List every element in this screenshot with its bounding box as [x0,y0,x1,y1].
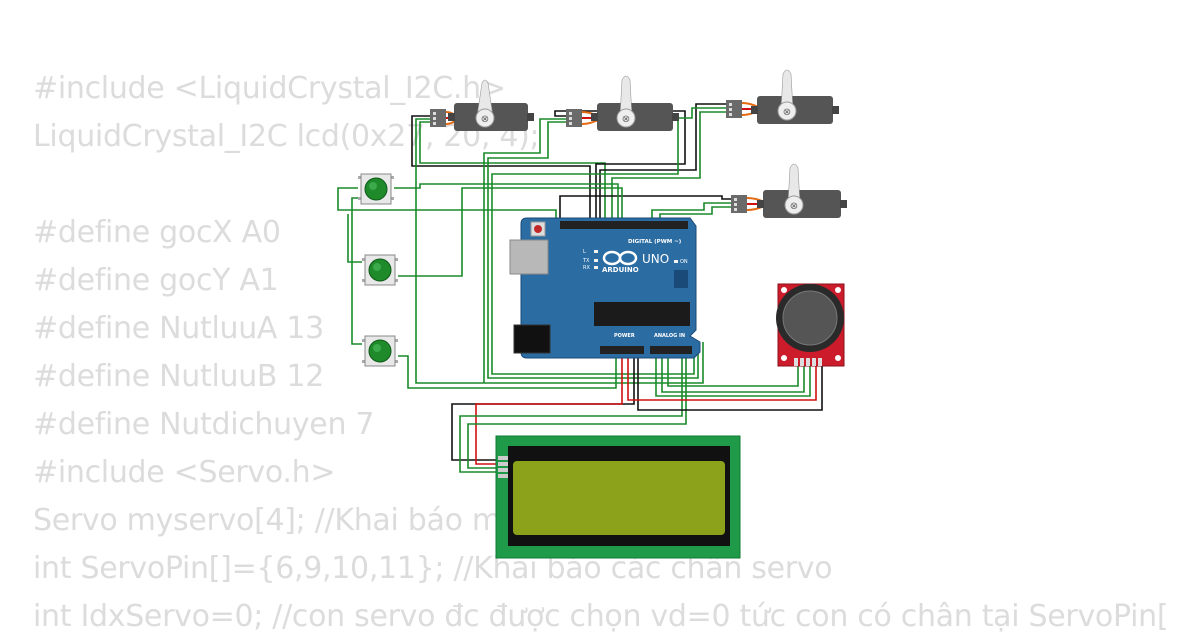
code-line: #include <LiquidCrystal_I2C.h> [33,71,506,106]
code-line: #define Nutdichuyen 7 [33,407,375,442]
power-jack [513,324,551,354]
arduino-uno-board[interactable]: UNO ARDUINO DIGITAL (PWM ~) ON TX RX L P… [509,217,701,359]
wire[interactable] [651,202,731,222]
wire[interactable] [627,342,817,401]
wire[interactable] [398,187,623,277]
svg-text:⊗: ⊗ [790,201,798,212]
board-brand: ARDUINO [602,266,639,274]
wire[interactable] [659,206,731,222]
l-label: L [583,249,586,255]
wire[interactable] [394,183,619,222]
on-label: ON [680,259,688,265]
wire[interactable] [559,195,731,222]
analog-header[interactable] [650,346,692,354]
svg-text:⊗: ⊗ [481,114,489,125]
code-line: #define NutluuA 13 [33,311,324,346]
wire[interactable] [491,107,726,375]
rx-label: RX [583,265,590,271]
lcd-display[interactable] [495,435,741,559]
wire[interactable] [411,115,591,222]
wire[interactable] [398,342,617,389]
wire[interactable] [637,342,823,411]
button-2[interactable] [362,254,398,286]
arduino-logo-icon [602,250,638,266]
wire[interactable] [655,342,811,397]
code-line: #include <Servo.h> [33,455,336,490]
button-3[interactable] [362,335,398,367]
servo-4[interactable]: ⊗ [731,163,847,218]
code-line: int IdxServo=0; //con servo đc được chọn… [33,599,1169,634]
code-line: #define gocX A0 [33,215,281,250]
wire[interactable] [347,214,362,263]
wire[interactable] [483,118,566,383]
button-1[interactable] [358,173,394,205]
servo-1[interactable]: ⊗ [430,79,534,131]
atmega-chip [594,302,690,326]
joystick-module[interactable] [776,283,845,367]
lcd-screen [513,461,725,535]
wire[interactable] [487,121,699,379]
wires [337,103,823,473]
code-line: #define NutluuB 12 [33,359,325,394]
wire[interactable] [475,342,623,465]
usb-port [509,239,549,275]
wire[interactable] [661,342,805,393]
wire[interactable] [337,187,557,222]
digital-header[interactable] [560,221,688,229]
svg-text:⊗: ⊗ [622,114,630,125]
svg-text:⊗: ⊗ [783,107,791,118]
power-label: POWER [614,333,635,339]
wire[interactable] [415,118,704,384]
wire[interactable] [611,111,726,222]
wire[interactable] [667,342,799,387]
analog-label: ANALOG IN [654,333,685,339]
board-model: UNO [642,252,669,266]
servo-2[interactable]: ⊗ [566,75,679,131]
tx-label: TX [582,258,590,264]
code-editor: #include <LiquidCrystal_I2C.h> LiquidCry… [33,66,1169,642]
wire[interactable] [419,121,606,222]
digital-label: DIGITAL (PWM ~) [628,239,682,245]
servo-3[interactable]: ⊗ [726,69,839,124]
wire[interactable] [351,197,362,345]
code-line: #define gocY A1 [33,263,279,298]
power-header[interactable] [600,346,644,354]
wire[interactable] [554,110,686,222]
